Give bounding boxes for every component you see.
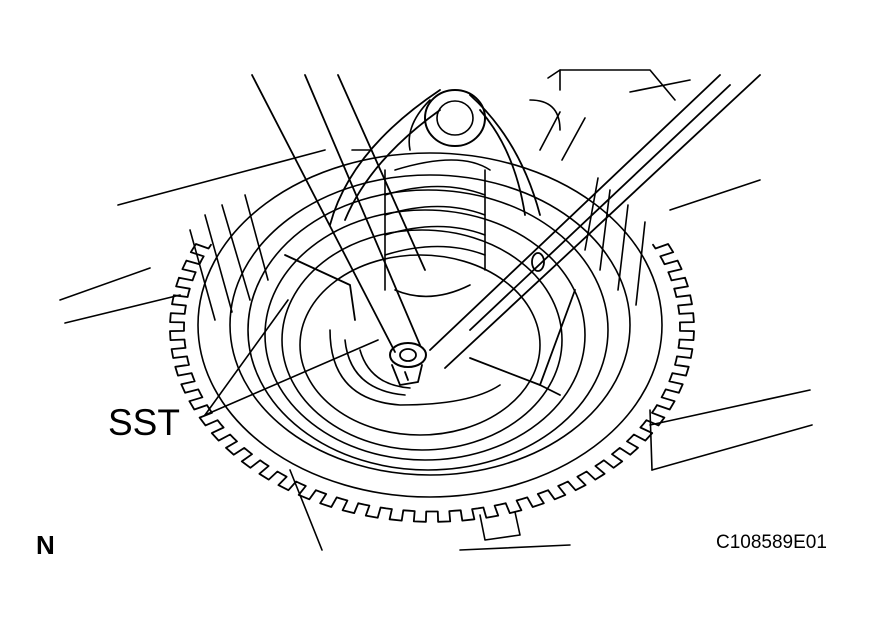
figure-code: C108589E01 xyxy=(716,532,827,553)
spring-stack xyxy=(384,69,561,298)
view-marker: N xyxy=(36,530,55,560)
sst-tool xyxy=(251,74,761,396)
sst-callout-label: SST xyxy=(108,402,180,443)
clutch-drum-gear xyxy=(169,111,695,523)
housing-outline xyxy=(59,69,813,551)
sst-leader-lines xyxy=(204,299,379,416)
